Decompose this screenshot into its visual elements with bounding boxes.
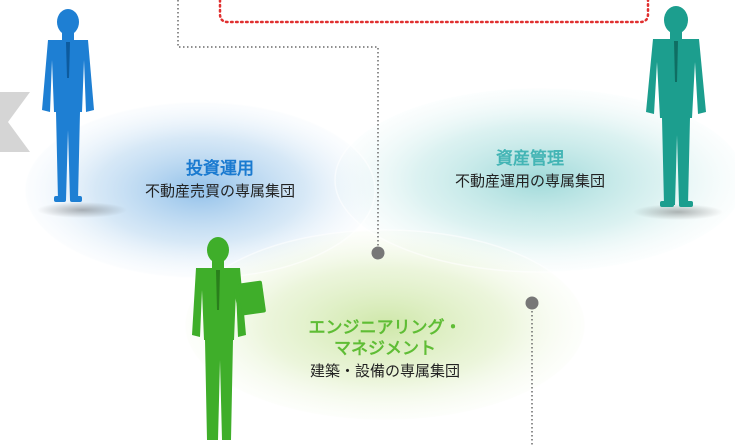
asset-ellipse <box>335 88 735 272</box>
businessman-with-clipboard-icon <box>192 237 266 440</box>
investment-subtitle: 不動産売買の専属集団 <box>144 182 295 200</box>
asset-label: 資産管理 不動産運用の専属集団 <box>410 148 650 192</box>
businessman-silhouette-icon <box>42 9 94 202</box>
investment-ellipse <box>25 102 375 278</box>
engineering-title-line2: マネジメント <box>334 339 436 359</box>
left-figure-shadow <box>37 202 127 218</box>
engineering-subtitle: 建築・設備の専属集団 <box>309 362 460 380</box>
engineering-ellipse-outline <box>184 229 586 421</box>
investment-label: 投資運用 不動産売買の専属集団 <box>100 158 340 202</box>
asset-subtitle: 不動産運用の専属集団 <box>454 172 605 190</box>
businessman-silhouette-icon <box>646 6 706 207</box>
connector-dot-bottom <box>525 296 539 310</box>
right-figure-shadow <box>633 204 723 220</box>
engineering-title-line1: エンジニアリング・ <box>308 318 462 338</box>
callout-box-border <box>218 0 650 24</box>
connector-dot-center <box>371 246 385 260</box>
asset-ellipse-outline <box>334 87 735 273</box>
engineering-ellipse <box>185 230 585 420</box>
investment-title: 投資運用 <box>186 159 254 179</box>
engineering-label: エンジニアリング・ マネジメント 建築・設備の専属集団 <box>265 318 505 382</box>
chevron-left-icon <box>0 92 30 152</box>
asset-title: 資産管理 <box>496 149 564 169</box>
